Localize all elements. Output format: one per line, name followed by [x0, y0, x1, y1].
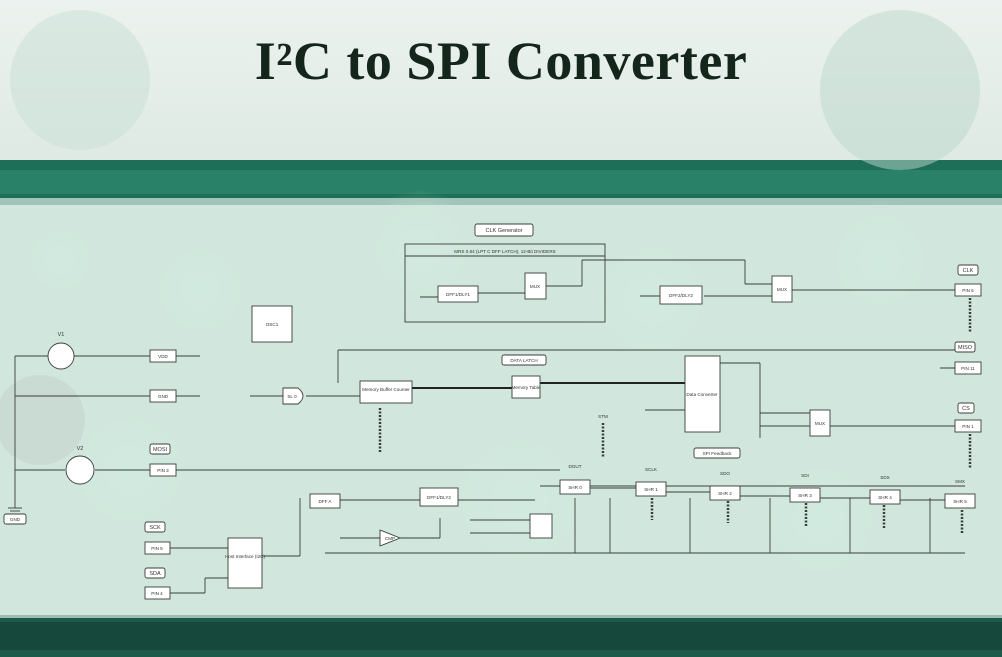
sdx-label: SDX — [880, 475, 889, 480]
mux3-block — [809, 409, 831, 437]
dff-comp-label: DFF1/DLY2 — [427, 495, 451, 500]
mux3-label: MUX — [815, 421, 825, 426]
dout-label: DOUT — [568, 464, 581, 469]
page-title: I²C to SPI Converter — [254, 31, 748, 91]
dff-comp-block — [419, 487, 459, 507]
dff1-block — [437, 285, 479, 303]
vdd-label: VDD — [158, 354, 168, 359]
pin-miso-box — [954, 361, 982, 375]
host-interface-label: Host Interface (I2C) — [225, 554, 266, 559]
host-interface-block — [227, 537, 263, 589]
mosi-label: MOSI — [153, 447, 168, 453]
clk-generator-frame — [404, 243, 606, 323]
mosi-tag — [149, 443, 171, 455]
miso-tag — [954, 341, 976, 353]
osc-label: OSC1 — [266, 322, 279, 327]
schematic-diagram: CLK Generator MRS 0.64 (LPT C DFF LATCH)… — [3, 223, 982, 600]
osc-block — [251, 305, 293, 343]
vdd-box — [149, 349, 177, 363]
pin-mosi-label: PIN 3 — [157, 468, 169, 473]
sck-label: SCK — [149, 525, 161, 531]
sclk-label: SCLK — [645, 467, 658, 472]
v2-source — [65, 455, 95, 485]
gnd-label: GND — [10, 517, 21, 522]
cs-label: CS — [962, 406, 970, 412]
mux2-label: MUX — [777, 287, 787, 292]
memory-table-block — [511, 375, 541, 399]
miso-label: MISO — [958, 345, 973, 351]
mux1-label: MUX — [530, 284, 540, 289]
mux4-block — [529, 513, 553, 539]
gnd-tag — [3, 513, 27, 525]
sdo-label: SDO — [720, 471, 730, 476]
smx-label: SMX — [955, 479, 965, 484]
shr2-label: SHR 2 — [718, 491, 732, 496]
sda-tag — [144, 567, 166, 579]
clk-tag — [957, 264, 979, 276]
pin-sda-box — [144, 586, 171, 600]
dff2-block — [659, 285, 703, 305]
data-latch-label: DATA LATCH — [510, 358, 537, 363]
spi-feedback-tag — [693, 447, 741, 459]
shr4-label: SHR 4 — [878, 495, 892, 500]
shr1-block — [635, 481, 667, 497]
shr0-label: SHR 0 — [568, 485, 582, 490]
clk-generator-label: CLK Generator — [486, 228, 523, 234]
pin-miso-label: PIN 11 — [961, 366, 975, 371]
data-converter-label: Data Converter — [686, 392, 718, 397]
dff2-label: DFF2/DLY2 — [669, 293, 693, 298]
shr1-label: SHR 1 — [644, 487, 658, 492]
data-converter-block — [684, 355, 721, 433]
pin-sck-box — [144, 541, 171, 555]
shr2-block — [709, 485, 741, 501]
mux1-block — [524, 272, 547, 300]
sck-tag — [144, 521, 166, 533]
spi-feedback-label: SPI Feedback — [703, 451, 733, 456]
dff1-label: DFF1/DLY1 — [446, 292, 470, 297]
v1-label: V1 — [58, 332, 65, 338]
sda-label: SDA — [149, 571, 161, 577]
pin-sck-label: PIN 5 — [151, 546, 163, 551]
shr3-label: SHR 3 — [798, 493, 812, 498]
dff-a-label: DFF A — [318, 499, 332, 504]
shr5-label: SHR 5 — [953, 499, 967, 504]
pin-cs-label: PIN 1 — [962, 424, 974, 429]
v2-label: V2 — [77, 446, 84, 452]
comparator-label: CMP — [385, 536, 395, 541]
data-latch-tag — [501, 354, 547, 366]
and-gate-label: SL 0 — [287, 394, 297, 399]
clk-generator-note: MRS 0.64 (LPT C DFF LATCH), 12-Bit DIVID… — [454, 249, 555, 254]
clk-generator-tag — [474, 223, 534, 237]
pin-clk-box — [954, 283, 982, 297]
sdi-label: SDI — [801, 473, 809, 478]
pin-mosi-box — [149, 463, 177, 477]
memory-table-label: Memory Table — [512, 385, 541, 390]
gnd-box — [149, 389, 177, 403]
and-gate — [282, 387, 304, 405]
dff-a-block — [309, 493, 341, 509]
memory-buffer-block — [359, 380, 413, 404]
shr5-block — [944, 493, 976, 509]
clk-label: CLK — [963, 268, 974, 274]
memory-buffer-label: Memory Buffer Counter — [362, 387, 410, 392]
shr4-block — [869, 489, 901, 505]
v1-source — [47, 342, 75, 370]
cs-tag — [957, 402, 975, 414]
mux2-block — [771, 275, 793, 303]
gnd-box-label: GND — [158, 394, 169, 399]
stm-label: STM — [598, 414, 608, 419]
shr3-block — [789, 487, 821, 503]
shr0-block — [559, 479, 591, 495]
pin-cs-box — [954, 419, 982, 433]
pin-clk-label: PIN 6 — [962, 288, 974, 293]
comparator — [379, 529, 402, 547]
pin-sda-label: PIN 4 — [151, 591, 163, 596]
